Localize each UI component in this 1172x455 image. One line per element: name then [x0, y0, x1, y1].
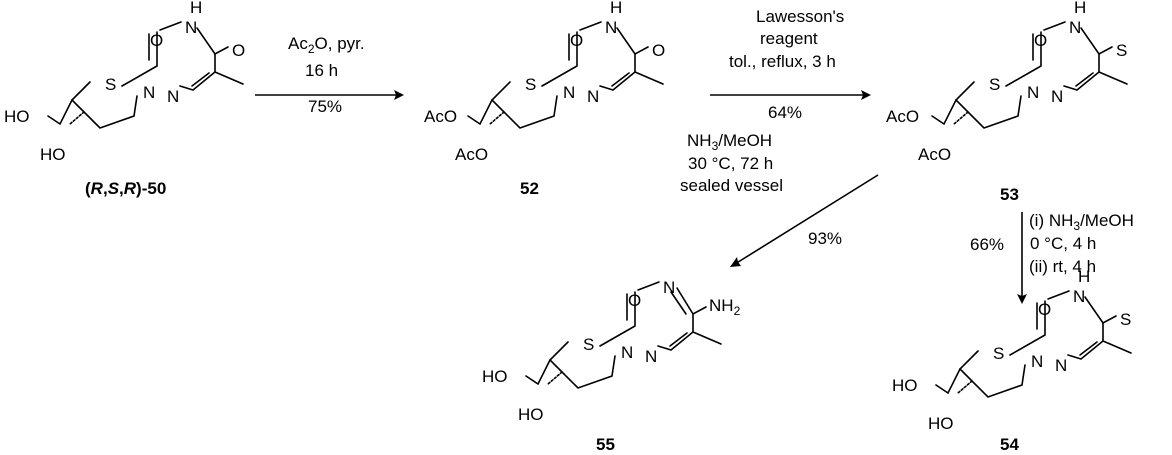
nitrogen-atom: N [1073, 287, 1085, 306]
reaction-yield: 93% [808, 229, 842, 248]
compound-label: 55 [596, 435, 615, 454]
molecule-bonds [467, 21, 664, 129]
nitrogen-atom: N [1051, 87, 1063, 106]
nitrogen-atom: N [605, 18, 617, 37]
hydroxyl-group: HO [928, 414, 954, 433]
nitrogen-atom: N [621, 343, 633, 362]
nitrogen-atom: N [167, 87, 179, 106]
reaction-yield: 75% [308, 97, 342, 116]
carbonyl-oxygen: O [1038, 300, 1051, 319]
molecule-bonds [935, 290, 1132, 398]
acetoxy-group: AcO [886, 107, 919, 126]
acetoxy-group: AcO [424, 107, 457, 126]
hydroxyl-group: HO [40, 145, 66, 164]
hydrogen-atom: H [1078, 267, 1090, 286]
nitrogen-atom: N [185, 18, 197, 37]
arrow-head [394, 90, 404, 100]
hydrogen-atom: H [610, 0, 622, 17]
hydroxyl-group: HO [4, 107, 30, 126]
compound-label: 54 [1000, 435, 1019, 454]
molecule-bonds [47, 21, 244, 129]
carbonyl-oxygen: O [232, 41, 245, 60]
compound-54: O S H N S N N HO HO 54 [892, 267, 1132, 454]
hydroxyl-group: HO [518, 405, 544, 424]
arrow-head [861, 90, 871, 100]
amino-group: NH2 [709, 296, 741, 318]
reaction-condition: 30 °C, 72 h [688, 154, 773, 173]
reaction-condition: reagent [760, 29, 818, 48]
acetoxy-group: AcO [918, 145, 951, 164]
reaction-condition: (i) NH3/MeOH [1029, 211, 1134, 233]
sulfur-atom: S [105, 75, 116, 94]
nitrogen-atom: N [645, 347, 657, 366]
nitrogen-atom: N [1031, 352, 1043, 371]
carbonyl-oxygen: O [628, 291, 641, 310]
compound-55: O N NH2 S N N HO HO 55 [482, 278, 741, 454]
compound-52: O O H N S N N AcO AcO 52 [424, 0, 665, 198]
nitrogen-atom: N [663, 278, 675, 297]
reaction-arrow [734, 174, 879, 265]
molecule-bonds [525, 281, 722, 389]
arrow-head [1017, 294, 1027, 304]
nitrogen-atom: N [1055, 356, 1067, 375]
sulfur-atom: S [525, 75, 536, 94]
thiocarbonyl-sulfur: S [1116, 41, 1127, 60]
reaction-step-3: NH3/MeOH 30 °C, 72 h sealed vessel 93% [680, 131, 879, 267]
hydroxyl-group: HO [892, 376, 918, 395]
carbonyl-oxygen: O [150, 31, 163, 50]
molecule-bonds [931, 21, 1128, 129]
carbonyl-oxygen: O [1034, 31, 1047, 50]
compound-label: (R,S,R)-50 [85, 179, 166, 198]
reaction-condition: Lawesson's [756, 7, 844, 26]
reaction-condition: tol., reflux, 3 h [729, 52, 836, 71]
nitrogen-atom: N [563, 83, 575, 102]
hydrogen-atom: H [190, 0, 202, 17]
thiocarbonyl-sulfur: S [1120, 310, 1131, 329]
reaction-condition: 16 h [305, 61, 338, 80]
compound-label: 52 [520, 179, 539, 198]
acetoxy-group: AcO [455, 145, 488, 164]
compound-50: O O H N S N N HO HO (R,S,R)-50 [4, 0, 245, 198]
hydrogen-atom: H [1074, 0, 1086, 17]
reaction-yield: 64% [768, 103, 802, 122]
nitrogen-atom: N [1027, 83, 1039, 102]
nitrogen-atom: N [143, 83, 155, 102]
sulfur-atom: S [993, 344, 1004, 363]
reaction-condition: sealed vessel [680, 176, 783, 195]
arrow-head [730, 257, 741, 267]
reaction-step-1: Ac2O, pyr. 16 h 75% [255, 34, 404, 116]
nitrogen-atom: N [587, 87, 599, 106]
reaction-condition: 0 °C, 4 h [1030, 234, 1096, 253]
reaction-condition: NH3/MeOH [687, 131, 772, 153]
carbonyl-oxygen: O [652, 41, 665, 60]
carbonyl-oxygen: O [570, 31, 583, 50]
sulfur-atom: S [989, 75, 1000, 94]
reaction-yield: 66% [970, 235, 1004, 254]
sulfur-atom: S [583, 335, 594, 354]
compound-label: 53 [1000, 185, 1019, 204]
hydroxyl-group: HO [482, 367, 508, 386]
compound-53: O S H N S N N AcO AcO 53 [886, 0, 1128, 204]
reaction-step-2: Lawesson's reagent tol., reflux, 3 h 64% [710, 7, 871, 122]
nitrogen-atom: N [1069, 18, 1081, 37]
reaction-condition: (ii) rt, 4 h [1029, 257, 1096, 276]
reaction-condition: Ac2O, pyr. [288, 34, 365, 56]
reaction-step-4: (i) NH3/MeOH 0 °C, 4 h (ii) rt, 4 h 66% [970, 211, 1134, 304]
